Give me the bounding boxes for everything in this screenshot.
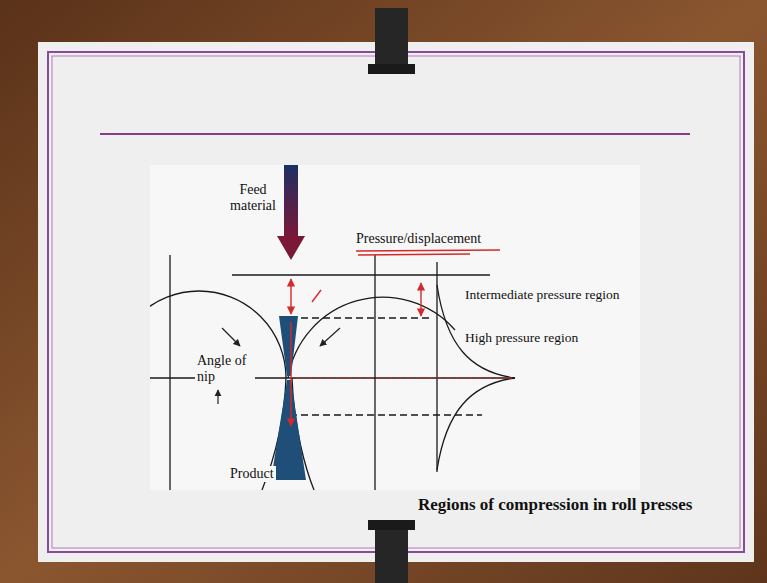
rotation-arrow bbox=[222, 328, 240, 346]
region-label: High pressure region bbox=[463, 330, 580, 346]
product-band bbox=[271, 316, 306, 480]
region-line bbox=[290, 414, 482, 415]
annotation-line bbox=[296, 378, 512, 379]
annotation-arrow bbox=[420, 283, 421, 316]
region-label: Intermediate pressure region bbox=[463, 287, 621, 303]
figure-caption: Regions of compression in roll presses bbox=[418, 495, 692, 515]
roll-axis bbox=[169, 255, 170, 490]
slide-border-inner bbox=[52, 56, 740, 548]
roll-axis bbox=[374, 255, 375, 490]
figure-panel bbox=[150, 165, 640, 490]
slide-border bbox=[48, 52, 744, 552]
rotation-arrow bbox=[320, 328, 340, 346]
right-roll bbox=[288, 297, 455, 378]
binder-clip bbox=[368, 520, 415, 530]
feed-arrow bbox=[284, 165, 298, 237]
feed-label: Feed material bbox=[222, 182, 284, 214]
pressure-axis bbox=[436, 262, 437, 472]
slide bbox=[38, 42, 754, 562]
annotation-arrow bbox=[290, 322, 291, 426]
angle-label: Angle of nip bbox=[195, 353, 255, 385]
pressure-curve bbox=[437, 378, 515, 470]
annotation-arrow bbox=[290, 279, 291, 314]
slide-rule bbox=[100, 133, 690, 135]
annotation-underline bbox=[356, 250, 500, 255]
annotation-mark bbox=[312, 290, 321, 302]
feed-arrowhead bbox=[277, 236, 305, 260]
nip-arrow bbox=[217, 390, 218, 404]
binder-clip bbox=[368, 64, 415, 74]
axis-label: Pressure/displacement bbox=[354, 231, 483, 247]
region-line bbox=[232, 274, 490, 275]
region-line bbox=[290, 317, 430, 318]
product-label: Product bbox=[228, 466, 276, 482]
